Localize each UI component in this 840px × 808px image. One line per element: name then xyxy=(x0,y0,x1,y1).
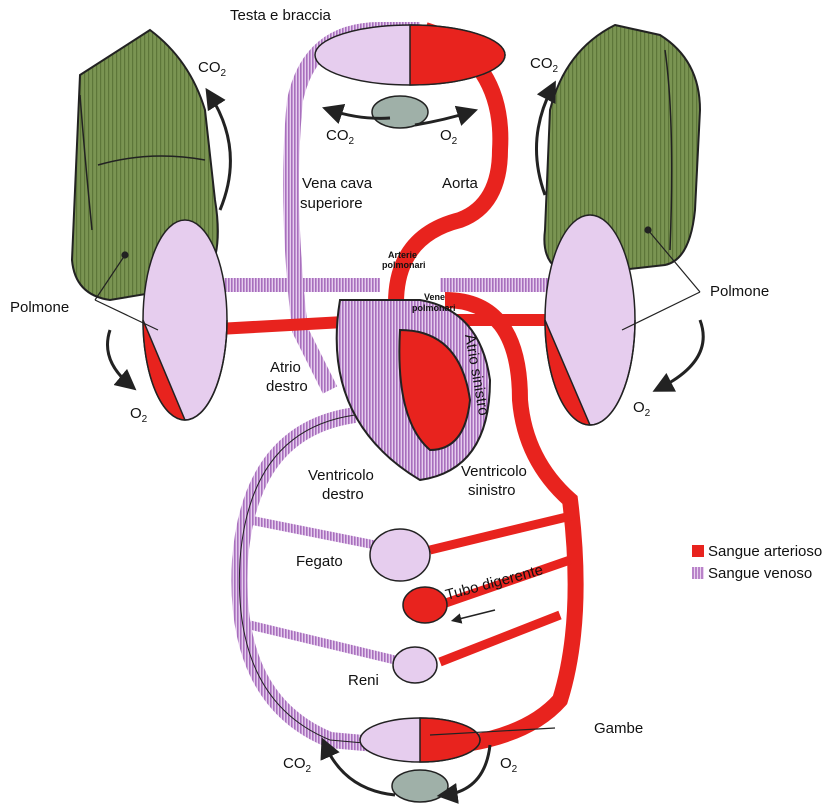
label-o2-left-lung: O2 xyxy=(130,405,148,425)
label-left-ventricle-1: Ventricolo xyxy=(461,463,527,480)
label-co2-legs: CO2 xyxy=(283,755,312,775)
kidney-capillaries xyxy=(393,647,437,683)
venous-swatch xyxy=(692,567,704,579)
label-lung-right: Polmone xyxy=(710,283,769,300)
label-legs: Gambe xyxy=(594,720,643,737)
legend: Sangue arterioso Sangue venoso xyxy=(692,540,822,584)
label-co2-top-left: CO2 xyxy=(198,59,227,79)
label-pulmonary-arteries-1: Arterie xyxy=(388,250,417,260)
label-vena-cava-2: superiore xyxy=(300,195,363,212)
heart xyxy=(337,300,490,480)
legend-venous-label: Sangue venoso xyxy=(708,565,812,582)
digestive-capillaries xyxy=(403,587,447,623)
label-co2-head: CO2 xyxy=(326,127,355,147)
liver-capillaries xyxy=(370,529,430,581)
legend-venous: Sangue venoso xyxy=(692,562,822,584)
label-o2-head: O2 xyxy=(440,127,458,147)
label-pulmonary-arteries-2: polmonari xyxy=(382,260,426,270)
arterial-swatch xyxy=(692,545,704,557)
label-pulmonary-veins-2: polmonari xyxy=(412,303,456,313)
label-vena-cava-1: Vena cava xyxy=(302,175,373,192)
leg-cells xyxy=(392,770,448,802)
label-left-ventricle-2: sinistro xyxy=(468,482,516,499)
label-head-arms: Testa e braccia xyxy=(230,7,332,24)
label-right-atrium-2: destro xyxy=(266,378,308,395)
label-co2-top-right: CO2 xyxy=(530,55,559,75)
label-liver: Fegato xyxy=(296,553,343,570)
label-right-ventricle-2: destro xyxy=(322,486,364,503)
label-right-atrium-1: Atrio xyxy=(270,359,301,376)
label-kidneys: Reni xyxy=(348,672,379,689)
label-o2-right-lung: O2 xyxy=(633,399,651,419)
legend-arterial-label: Sangue arterioso xyxy=(708,543,822,560)
label-right-ventricle-1: Ventricolo xyxy=(308,467,374,484)
label-o2-legs: O2 xyxy=(500,755,518,775)
legend-arterial: Sangue arterioso xyxy=(692,540,822,562)
label-digestive-tract: Tubo digerente xyxy=(444,561,545,603)
label-aorta: Aorta xyxy=(442,175,479,192)
label-pulmonary-veins-1: Vene xyxy=(424,292,445,302)
label-lung-left: Polmone xyxy=(10,299,69,316)
